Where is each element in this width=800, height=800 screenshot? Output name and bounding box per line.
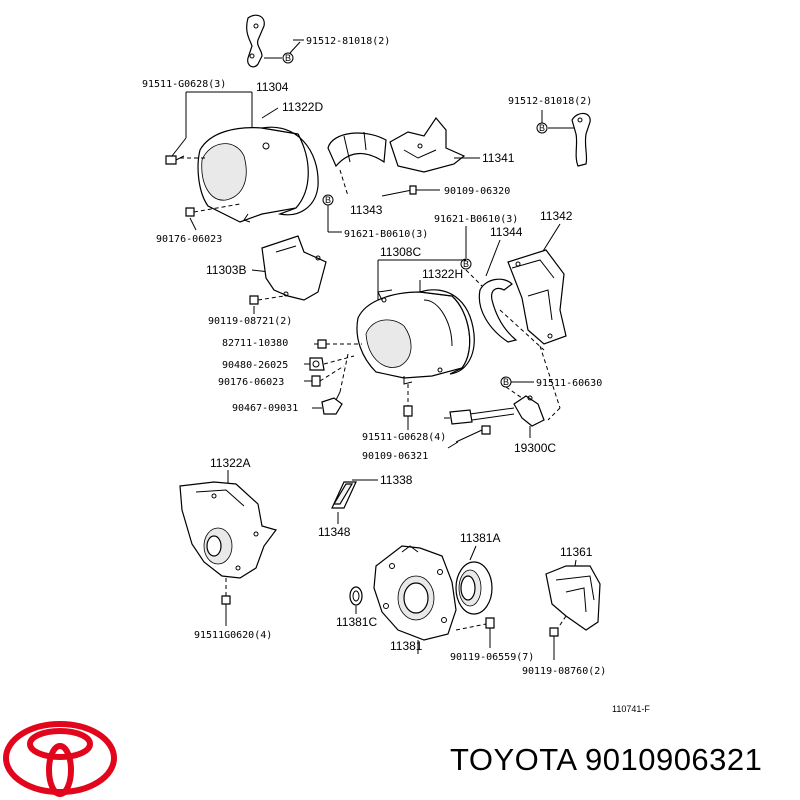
pin-82711	[317, 339, 327, 349]
label-90119-08721-2: 90119-08721(2)	[208, 316, 292, 327]
bolt-6	[485, 617, 495, 629]
label-11342: 11342	[540, 209, 573, 223]
cover-11342	[507, 249, 567, 345]
marker-b-1: B	[282, 52, 294, 64]
bolt-5	[221, 595, 231, 605]
front-cover-upper	[197, 126, 319, 223]
o-ring-11381c	[349, 586, 363, 606]
bolt-2	[185, 207, 195, 217]
label-19300c: 19300C	[514, 441, 556, 455]
bolt-90109-06321	[455, 425, 491, 443]
clamp-90467	[321, 391, 343, 415]
label-90467-09031: 90467-09031	[232, 403, 298, 414]
bolt-90109-06320	[381, 185, 417, 197]
bolt-1	[165, 155, 185, 165]
svg-text:B: B	[325, 195, 331, 205]
label-90119-06559-7: 90119-06559(7)	[450, 652, 534, 663]
cover-11343	[327, 131, 387, 168]
label-11343: 11343	[350, 203, 383, 217]
svg-text:B: B	[539, 123, 545, 133]
nut-90176	[311, 375, 321, 387]
hook-bracket-top	[246, 14, 265, 68]
marker-b-2: B	[322, 194, 334, 206]
label-90176-06023-b: 90176-06023	[218, 377, 284, 388]
label-90119-08760-2: 90119-08760(2)	[522, 666, 606, 677]
toyota-logo-icon	[3, 721, 117, 797]
marker-b-5: B	[500, 376, 512, 388]
label-91621-b0610-3a: 91621-B0610(3)	[344, 229, 428, 240]
label-11322h: 11322H	[422, 267, 463, 281]
housing-11308c	[356, 289, 475, 385]
label-11304: 11304	[256, 80, 289, 94]
label-90109-06321: 90109-06321	[362, 451, 428, 462]
label-11381a: 11381A	[460, 531, 500, 545]
gasket-11344	[478, 278, 518, 343]
label-90480-26025: 90480-26025	[222, 360, 288, 371]
bolt-4	[403, 405, 413, 417]
label-11381: 11381	[390, 639, 423, 653]
marker-b-4: B	[460, 258, 472, 270]
svg-text:B: B	[285, 53, 291, 63]
label-82711-10380: 82711-10380	[222, 338, 288, 349]
label-11344: 11344	[490, 225, 523, 239]
svg-text:B: B	[463, 259, 469, 269]
plate-11361	[545, 565, 601, 631]
cover-11303b	[261, 235, 327, 301]
oil-seal-11381a	[455, 561, 493, 615]
label-91512-right: 91512-81018(2)	[508, 96, 592, 107]
label-91512-top: 91512-81018(2)	[306, 36, 390, 47]
bolt-7	[549, 627, 559, 637]
label-91511-g0628-4: 91511-G0628(4)	[362, 432, 446, 443]
label-90109-06320: 90109-06320	[444, 186, 510, 197]
label-11361: 11361	[560, 545, 593, 559]
svg-text:B: B	[503, 377, 509, 387]
bolt-3	[249, 295, 259, 305]
cover-11341	[389, 116, 466, 173]
retainer-11381	[373, 545, 457, 641]
label-91511g0620-4: 91511G0620(4)	[194, 630, 272, 641]
label-11322d: 11322D	[282, 100, 323, 114]
gasket-11338	[331, 481, 357, 509]
diagram-reference: 110741-F	[612, 704, 650, 714]
label-91621-b0610-3b: 91621-B0610(3)	[434, 214, 518, 225]
label-11381c: 11381C	[336, 615, 377, 629]
label-11338: 11338	[380, 473, 413, 487]
label-91511-60630: 91511-60630	[536, 378, 602, 389]
label-11322a: 11322A	[210, 456, 250, 470]
label-11341: 11341	[482, 151, 515, 165]
cover-11322a	[179, 481, 278, 579]
label-11303b: 11303B	[206, 263, 246, 277]
sensor-19300c	[444, 395, 545, 427]
brand-part-number: TOYOTA 9010906321	[450, 742, 763, 777]
label-91511-g0628-3: 91511-G0628(3)	[142, 79, 226, 90]
label-90176-06023-a: 90176-06023	[156, 234, 222, 245]
label-11308c: 11308C	[380, 245, 421, 259]
label-11348: 11348	[318, 525, 351, 539]
marker-b-3: B	[536, 122, 548, 134]
hook-bracket-right	[571, 112, 591, 167]
plug-90480	[309, 357, 325, 371]
